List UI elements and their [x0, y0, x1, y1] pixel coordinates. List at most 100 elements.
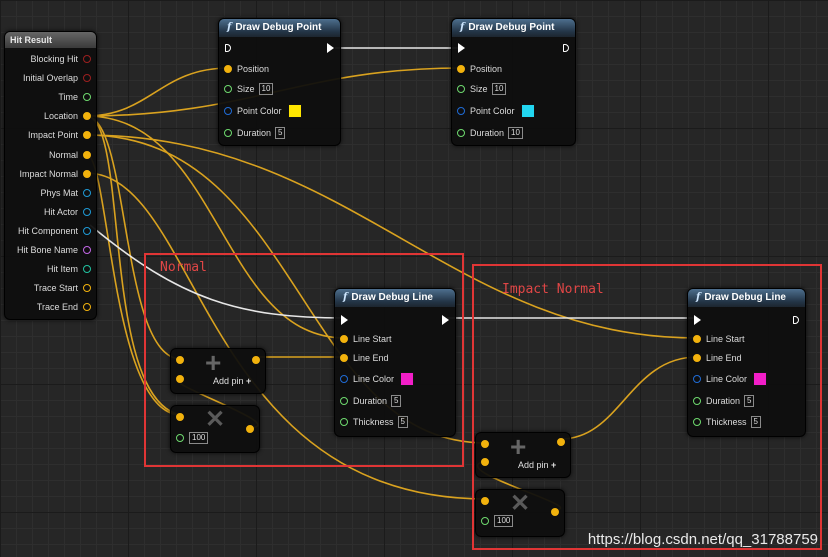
output-pin[interactable] — [83, 74, 91, 83]
line-end-pin[interactable] — [693, 354, 701, 362]
output-pin[interactable] — [83, 246, 91, 254]
output-pin[interactable] — [83, 188, 91, 197]
hit-result-pin-row: Impact Point — [28, 128, 96, 142]
pin-label: Time — [58, 92, 78, 103]
line-color-pin[interactable] — [340, 375, 348, 383]
size-pin[interactable] — [457, 85, 465, 93]
position-pin[interactable] — [457, 65, 465, 73]
duration-pin[interactable] — [224, 129, 232, 137]
thickness-pin[interactable] — [340, 418, 348, 426]
exec-in-pin[interactable] — [225, 44, 231, 52]
mul-value-input[interactable]: 100 — [494, 515, 514, 527]
output-pin[interactable] — [83, 226, 91, 235]
pin-label: Impact Normal — [19, 168, 78, 179]
vector-multiply-node-1[interactable]: ✕ 100 — [170, 405, 260, 453]
thickness-label: Thickness — [353, 417, 394, 427]
add-output-pin[interactable] — [557, 438, 565, 446]
output-pin[interactable] — [83, 150, 91, 159]
mul-output-pin[interactable] — [246, 425, 254, 433]
duration-label: Duration — [353, 396, 388, 406]
duration-label: Duration — [237, 128, 272, 138]
exec-out-pin[interactable] — [793, 316, 799, 324]
exec-out-pin[interactable] — [442, 315, 449, 325]
thickness-label: Thickness — [706, 417, 747, 427]
point-color-label: Point Color — [237, 106, 282, 116]
duration-pin[interactable] — [693, 397, 701, 405]
size-pin[interactable] — [224, 85, 232, 93]
line-color-label: Line Color — [353, 374, 395, 384]
pin-label: Trace End — [36, 302, 78, 313]
line-start-label: Line Start — [706, 334, 745, 344]
duration-input[interactable]: 5 — [275, 127, 286, 139]
wire-impactnormal-mul2 — [85, 172, 487, 500]
line-start-pin[interactable] — [693, 335, 701, 343]
add-input-b-pin[interactable] — [176, 375, 184, 383]
size-input[interactable]: 10 — [258, 83, 274, 95]
duration-input[interactable]: 5 — [744, 395, 755, 407]
thickness-input[interactable]: 5 — [750, 416, 761, 428]
duration-input[interactable]: 10 — [508, 127, 523, 139]
add-input-a-pin[interactable] — [176, 356, 184, 364]
function-icon: f — [460, 22, 465, 33]
line-start-pin[interactable] — [340, 335, 348, 343]
output-pin[interactable] — [83, 169, 91, 178]
output-pin[interactable] — [83, 93, 91, 102]
line-end-pin[interactable] — [340, 354, 348, 362]
exec-in-pin[interactable] — [341, 315, 348, 325]
output-pin[interactable] — [83, 284, 91, 293]
add-pin-button[interactable]: Add pin + — [518, 460, 557, 470]
exec-in-pin[interactable] — [694, 315, 701, 325]
duration-pin[interactable] — [457, 129, 465, 137]
add-input-b-pin[interactable] — [481, 458, 489, 466]
duration-label: Duration — [470, 128, 505, 138]
pin-label: Blocking Hit — [30, 54, 78, 64]
point-color-swatch[interactable] — [287, 104, 302, 118]
mul-float-pin[interactable] — [481, 517, 489, 525]
duration-input[interactable]: 5 — [391, 395, 402, 407]
position-pin[interactable] — [224, 65, 232, 73]
exec-out-pin[interactable] — [563, 44, 569, 52]
add-input-a-pin[interactable] — [481, 440, 489, 448]
output-pin[interactable] — [83, 131, 91, 140]
mul-input-pin[interactable] — [176, 413, 184, 421]
hit-result-pin-row: Phys Mat — [40, 186, 96, 200]
add-pin-button[interactable]: Add pin + — [213, 376, 252, 386]
thickness-pin[interactable] — [693, 418, 701, 426]
mul-float-pin[interactable] — [176, 434, 184, 442]
mul-output-pin[interactable] — [551, 508, 559, 516]
point-color-pin[interactable] — [457, 107, 465, 115]
vector-add-node-1[interactable]: + Add pin + — [170, 348, 266, 394]
output-pin[interactable] — [83, 303, 91, 312]
exec-out-pin[interactable] — [327, 43, 334, 53]
output-pin[interactable] — [83, 112, 91, 121]
point-color-pin[interactable] — [224, 107, 232, 115]
duration-label: Duration — [706, 396, 741, 406]
vector-multiply-node-2[interactable]: ✕ 100 — [475, 489, 565, 537]
mul-value-input[interactable]: 100 — [189, 432, 209, 444]
vector-add-node-2[interactable]: + Add pin + — [475, 432, 571, 478]
duration-pin[interactable] — [340, 397, 348, 405]
wire-impactpoint-line2start — [85, 134, 698, 339]
line-color-swatch[interactable] — [753, 372, 768, 386]
output-pin[interactable] — [83, 207, 91, 216]
mul-input-pin[interactable] — [481, 497, 489, 505]
thickness-input[interactable]: 5 — [397, 416, 408, 428]
wire-location-point1 — [85, 67, 230, 117]
size-label: Size — [470, 84, 488, 94]
watermark: https://blog.csdn.net/qq_31788759 — [587, 531, 818, 548]
line-color-pin[interactable] — [693, 375, 701, 383]
point-color-swatch[interactable] — [520, 104, 535, 118]
add-output-pin[interactable] — [252, 356, 260, 364]
size-input[interactable]: 10 — [491, 83, 507, 95]
exec-in-pin[interactable] — [458, 43, 465, 53]
function-icon: f — [227, 22, 232, 33]
output-pin[interactable] — [83, 55, 91, 63]
line-color-swatch[interactable] — [400, 372, 415, 386]
output-pin[interactable] — [83, 265, 91, 274]
